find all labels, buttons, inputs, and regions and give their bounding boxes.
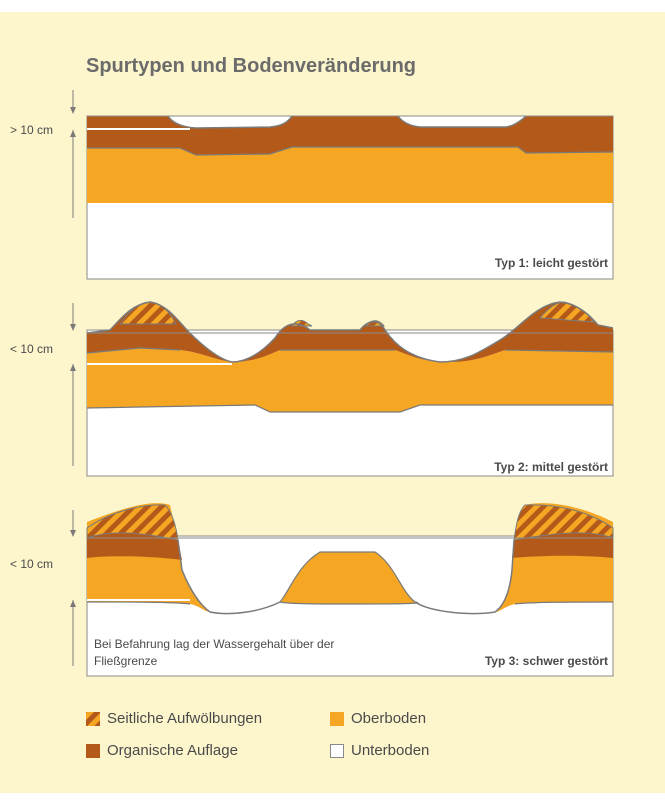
depth-label-1: > 10 cm: [10, 123, 54, 137]
legend-item-oberboden: Oberboden: [351, 710, 426, 727]
oberboden-layer-1: [87, 147, 613, 203]
organische-auflage-right-3: [512, 532, 613, 558]
legend-swatch-brown: [86, 744, 100, 758]
legend-swatch-white: [330, 744, 344, 758]
oberboden-bottom-outline-2: [86, 404, 613, 413]
organische-auflage-left-3: [87, 532, 182, 560]
type-label-2: Typ 2: mittel gestört: [494, 460, 608, 474]
panel-typ-1: [70, 90, 614, 280]
depth-label-3: < 10 cm: [10, 557, 54, 571]
aufwoelbung-2a: [119, 301, 177, 325]
surface-outline-2: [86, 301, 614, 363]
legend-label: Organische Auflage: [107, 742, 238, 759]
panel-3-note: Bei Befahrung lag der Wassergehalt über …: [94, 637, 335, 668]
rut-left-outline-3: [177, 539, 281, 615]
oberboden-outline-3: [86, 601, 614, 605]
page-title: Spurtypen und Bodenveränderung: [86, 55, 417, 77]
legend-label: Oberboden: [351, 710, 427, 727]
organische-auflage-layer-1: [87, 116, 613, 155]
aufwoelbung-3a: [86, 504, 179, 541]
type-label-3: Typ 3: schwer gestört: [484, 654, 608, 668]
organische-auflage-layer-2: [87, 302, 613, 362]
oberboden-outline-1: [87, 146, 614, 156]
legend-item-organische-auflage: Organische Auflage: [107, 742, 238, 759]
aufwoelbung-3b: [513, 504, 614, 541]
legend-label: Unterboden: [351, 742, 430, 759]
track-outline-1b: [397, 115, 527, 128]
legend-item-unterboden: Unterboden: [351, 742, 429, 759]
oberboden-layer-2: [87, 348, 613, 412]
panel-typ-2: [70, 301, 614, 477]
type-label-1: Typ 1: leicht gestört: [494, 256, 608, 270]
track-outline-1a: [167, 115, 293, 129]
legend-item-seitliche-aufwoelbungen: Seitliche Aufwölbungen: [107, 710, 262, 727]
depth-label-2: < 10 cm: [10, 342, 54, 356]
legend-label: Seitliche Aufwölbungen: [107, 710, 263, 727]
legend-swatch-hatched: [86, 712, 100, 726]
legend-swatch-orange: [330, 712, 344, 726]
rut-right-outline-3: [414, 539, 515, 615]
panel-typ-3: [70, 503, 614, 677]
oberboden-top-outline-2: [86, 347, 614, 354]
